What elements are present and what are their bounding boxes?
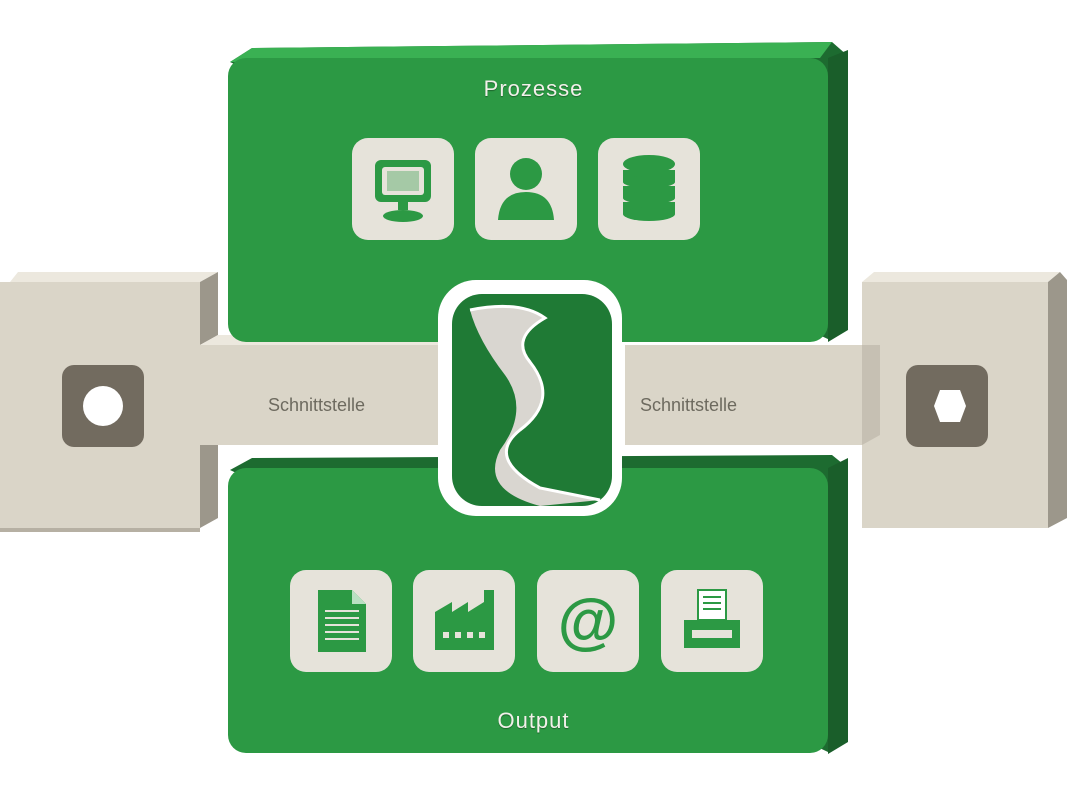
output-tile-at-sign: @ [537,570,639,672]
round-socket-icon [62,365,144,447]
left-interface-label: Schnittstelle [268,395,366,415]
output-tile-document [290,570,392,672]
document-icon [318,590,366,652]
process-tile-monitor [352,138,454,240]
printer-icon [684,589,740,648]
road-logo-icon [438,280,622,516]
user-icon [498,158,554,220]
right-interface-bar [625,272,1067,528]
processes-title: Prozesse [483,76,584,101]
process-tile-database [598,138,700,240]
hex-socket-icon [906,365,988,447]
output-title: Output [497,708,570,733]
output-tile-printer [661,570,763,672]
at-sign-icon: @ [558,587,618,656]
right-interface-label: Schnittstelle [640,395,738,415]
factory-icon [435,590,494,650]
process-tile-user [475,138,577,240]
monitor-icon [375,160,431,222]
database-icon [623,155,675,221]
output-tile-factory [413,570,515,672]
